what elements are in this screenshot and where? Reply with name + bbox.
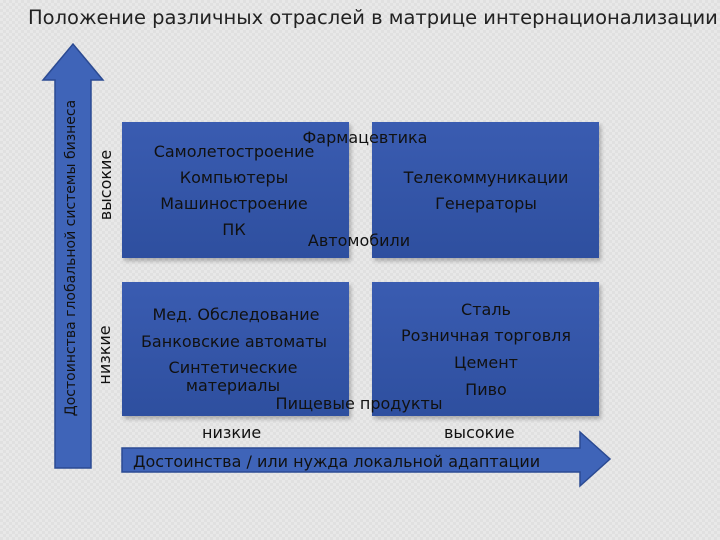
industry-label: Цемент [454,353,518,372]
industry-label: Синтетические [168,358,298,377]
industry-label: Телекоммуникации [403,168,569,187]
industry-label: Пиво [465,380,507,399]
x-axis-label: Достоинства / или нужда локальной адапта… [133,452,541,471]
industry-label: Мед. Обследование [152,305,320,324]
quadrant-bottom-right [372,282,599,416]
industry-label: Компьютеры [179,168,289,187]
industry-label: Автомобили [307,231,411,250]
industry-label: Пищевые продукты [275,394,443,413]
y-axis-low-label: низкие [95,325,114,385]
x-axis-high-label: высокие [444,423,515,442]
quadrant-bottom-left [122,282,349,416]
industry-label: Банковские автоматы [140,332,328,351]
x-axis-arrow [121,430,612,488]
quadrant-top-right [372,122,599,258]
industry-label: Фармацевтика [302,128,428,147]
y-axis-arrow [41,42,105,469]
industry-label: материалы [185,376,281,395]
industry-label: Сталь [461,300,511,319]
industry-label: ПК [222,220,246,239]
x-axis-low-label: низкие [202,423,262,442]
y-axis-label: Достоинства глобальной системы бизнеса [63,99,79,417]
quadrant-top-left [122,122,349,258]
y-axis-high-label: высокие [96,149,115,221]
industry-label: Розничная торговля [401,326,571,345]
page-title: Положение различных отраслей в матрице и… [28,6,718,29]
industry-label: Машиностроение [160,194,308,213]
industry-label: Самолетостроение [153,142,315,161]
industry-label: Генераторы [435,194,537,213]
